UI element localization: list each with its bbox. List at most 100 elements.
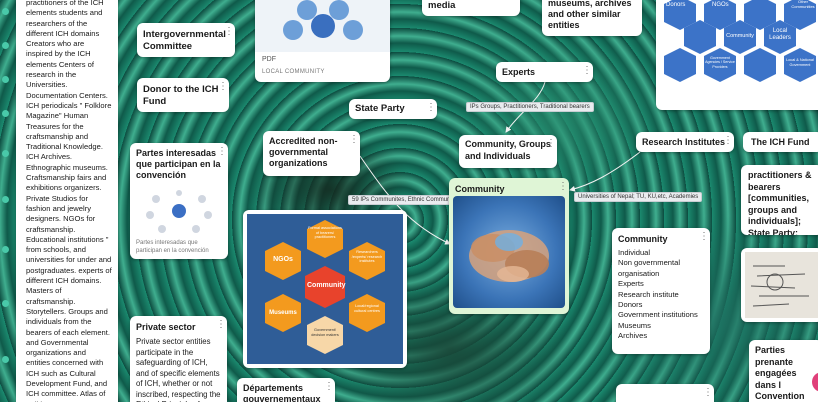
connection-label-research: Universities of Nepal; TU, KU,etc, Acade…: [574, 192, 703, 202]
hex-center: [305, 266, 345, 308]
card-caption: LOCAL COMMUNITY: [262, 69, 325, 75]
card-ich-stakeholders-list[interactable]: practitioners of the ICH elements studen…: [16, 0, 118, 402]
card-parties-prenantes[interactable]: Parties prenante engagées dans l Convent…: [749, 340, 818, 402]
network-diagram-image: Donors NGOs Other Communities Community …: [662, 0, 818, 100]
more-options-icon[interactable]: ⋮: [723, 135, 733, 146]
hex-node: [704, 0, 736, 30]
list-item: Archives: [618, 331, 648, 341]
diagram-node: [311, 14, 335, 38]
card-title: Parties prenante engagées dans l Convent…: [755, 345, 805, 401]
partes-diagram-image: [146, 190, 212, 233]
diagram-node: [198, 195, 206, 203]
card-partes-interesadas[interactable]: Partes interesadas que participan en la …: [130, 143, 228, 259]
card-partial-bottom[interactable]: ⋮: [616, 384, 714, 402]
diagram-node: [146, 211, 154, 219]
edge-dot: [2, 42, 9, 49]
card-handwritten-diagram[interactable]: [741, 248, 818, 322]
list-item: Museums: [618, 320, 651, 330]
card-title: media: [428, 0, 456, 11]
more-options-icon[interactable]: ⋮: [699, 231, 709, 242]
card-museums-archives[interactable]: museums, archives and other similar enti…: [542, 0, 642, 36]
card-community-hex-diagram[interactable]: Community NGOs Formal associations of be…: [243, 210, 407, 368]
card-donor-ich-fund[interactable]: Donor to the ICH Fund ⋮: [137, 78, 229, 112]
more-options-icon[interactable]: ⋮: [218, 81, 228, 92]
card-body: Private sector entities participate in t…: [136, 337, 221, 402]
card-title: Private sector: [136, 322, 196, 332]
edge-dot: [2, 356, 9, 363]
hex-cell: [307, 316, 343, 354]
more-options-icon[interactable]: ⋮: [349, 134, 359, 145]
card-title: Accredited non-governmental organization…: [269, 136, 338, 168]
card-body: practitioners of the ICH elements studen…: [26, 0, 112, 402]
diagram-label: Local Leaders: [769, 28, 791, 41]
hex-label: NGOs: [273, 256, 293, 263]
diagram-label: Local & National Government: [786, 58, 814, 67]
connector-research-community[interactable]: [569, 151, 641, 192]
hex-node: [704, 48, 736, 82]
card-community-list[interactable]: Community ⋮ Individual Non governmental …: [612, 228, 710, 354]
card-title: Intergovernmental Committee: [143, 29, 226, 52]
diagram-node: [329, 0, 349, 20]
card-community-groups-individuals[interactable]: Community, Groups and Individuals ⋮: [459, 135, 557, 168]
diagram-label: Other Communities: [791, 0, 815, 9]
more-options-icon[interactable]: ⋮: [582, 65, 592, 76]
add-post-button[interactable]: [812, 372, 818, 392]
diagram-node: [192, 225, 200, 233]
hex-cell: [307, 220, 343, 258]
more-options-icon[interactable]: ⋮: [217, 146, 227, 157]
card-private-sector[interactable]: Private sector Private sector entities p…: [130, 316, 227, 402]
more-options-icon[interactable]: ⋮: [546, 138, 556, 149]
more-options-icon[interactable]: ⋮: [324, 381, 334, 392]
diagram-label: NGOs: [712, 2, 729, 8]
hex-node: [664, 0, 696, 30]
diagram-label: Government Agencies / Service Providers: [705, 56, 735, 69]
pdf-preview: [255, 0, 390, 52]
hex-label-center: Community: [307, 282, 346, 289]
card-media[interactable]: media: [422, 0, 520, 16]
card-ich-fund[interactable]: The ICH Fund: [743, 132, 818, 152]
hex-node: [784, 48, 816, 82]
more-options-icon[interactable]: ⋮: [224, 26, 234, 37]
handwritten-sketch: [750, 265, 809, 307]
card-practitioners-bearers[interactable]: practitioners & bearers [communities, gr…: [741, 165, 818, 235]
connection-label-experts: IPs Groups, Practitioners, Traditional b…: [466, 102, 594, 112]
card-local-community-pdf[interactable]: PDF LOCAL COMMUNITY: [255, 0, 390, 82]
hex-diagram-svg: [265, 220, 385, 354]
list-item: Individual: [618, 248, 651, 257]
pdf-diagram-image: [283, 0, 363, 40]
card-title: The ICH Fund: [751, 137, 810, 147]
hex-label: Government/ decision makers: [311, 328, 339, 337]
hex-label: Researchers /experts/ research institute…: [351, 250, 383, 264]
more-options-icon[interactable]: ⋮: [558, 181, 568, 192]
card-title: Partes interesadas que participan en la …: [136, 148, 221, 180]
edge-dot: [2, 300, 9, 307]
card-title: Donor to the ICH Fund: [143, 84, 219, 107]
card-community-network-diagram[interactable]: Donors NGOs Other Communities Community …: [656, 0, 818, 110]
card-experts[interactable]: Experts ⋮: [496, 62, 593, 82]
card-caption: Partes interesadas que participan en la …: [136, 240, 209, 254]
card-departements-gouvernementaux[interactable]: Départements gouvernementaux ⋮: [237, 378, 335, 402]
card-intergovernmental-committee[interactable]: Intergovernmental Committee ⋮: [137, 23, 235, 57]
diagram-node: [158, 225, 166, 233]
card-accredited-ngos[interactable]: Accredited non-governmental organization…: [263, 131, 360, 176]
hands-illustration: [469, 230, 549, 282]
card-title: Community: [618, 234, 668, 244]
community-hands-image: [453, 196, 565, 308]
card-title: Community, Groups and Individuals: [465, 139, 551, 161]
edge-dot: [2, 196, 9, 203]
card-community-image[interactable]: Community ⋮: [449, 178, 569, 314]
connector-accredited-community[interactable]: [359, 155, 451, 245]
more-options-icon[interactable]: ⋮: [703, 387, 713, 398]
card-title: State Party: [355, 103, 405, 114]
card-state-party[interactable]: State Party ⋮: [349, 99, 437, 119]
hex-label: Formal associations of bearers/ practiti…: [308, 226, 342, 240]
hex-diagram-image: Community NGOs Formal associations of be…: [247, 214, 403, 364]
diagram-node: [343, 20, 363, 40]
more-options-icon[interactable]: ⋮: [216, 319, 226, 330]
hex-node: [664, 48, 696, 82]
card-research-institutes[interactable]: Research Institutes ⋮: [636, 132, 734, 152]
diagram-node: [176, 190, 182, 196]
more-options-icon[interactable]: ⋮: [426, 102, 436, 113]
hex-node: [744, 48, 776, 82]
